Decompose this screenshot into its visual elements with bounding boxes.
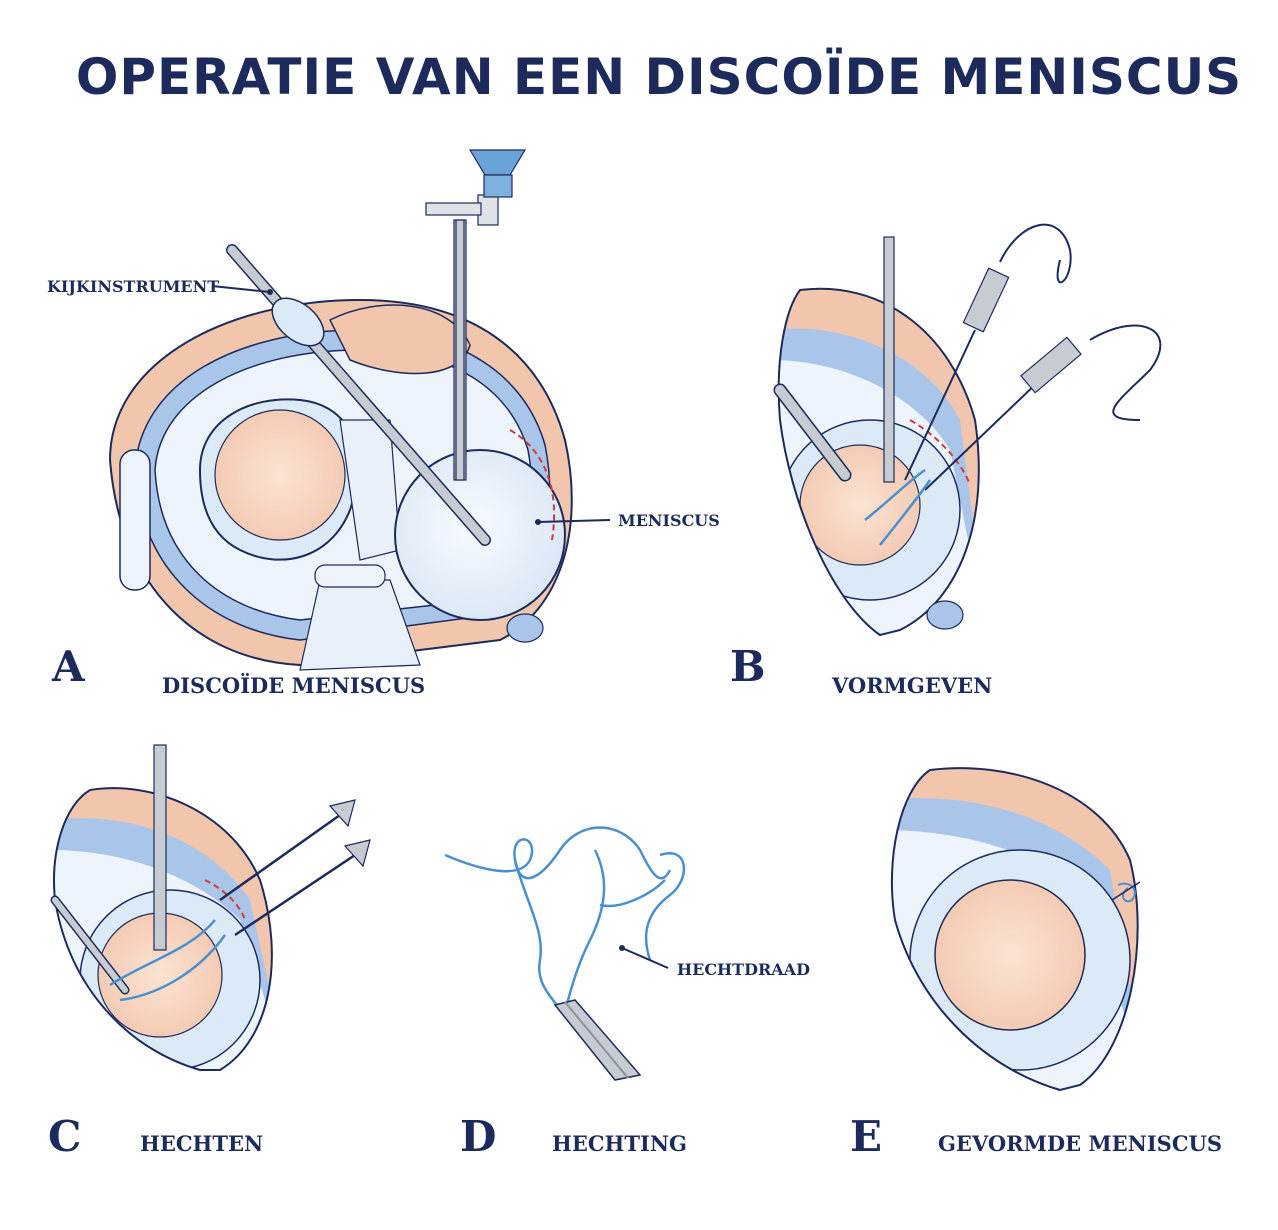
panel-caption-e: GEVORMDE MENISCUS bbox=[938, 1131, 1223, 1156]
panel-e-shaped-meniscus-illustration bbox=[890, 767, 1141, 1092]
page-title: OPERATIE VAN EEN DISCOÏDE MENISCUS bbox=[75, 48, 1243, 106]
label-meniscus: MENISCUS bbox=[618, 511, 720, 530]
panel-a-knee-illustration bbox=[108, 149, 611, 671]
panel-caption-d: HECHTING bbox=[552, 1131, 687, 1156]
panel-letter-c: C bbox=[48, 1112, 82, 1161]
panel-d-suture-illustration bbox=[444, 826, 686, 1081]
panel-letter-b: B bbox=[730, 642, 766, 691]
panel-caption-b: VORMGEVEN bbox=[832, 673, 993, 698]
panel-letter-a: A bbox=[52, 642, 85, 691]
arthroscope-diagonal bbox=[226, 244, 491, 546]
panel-caption-c: HECHTEN bbox=[140, 1131, 264, 1156]
label-kijkinstrument: KIJKINSTRUMENT bbox=[47, 277, 220, 296]
panel-c-suturing-illustration bbox=[50, 744, 371, 1071]
arthroscope-vertical bbox=[425, 149, 527, 481]
label-hechtdraad: HECHTDRAAD bbox=[677, 960, 810, 979]
panel-letter-d: D bbox=[460, 1112, 497, 1161]
panel-b-shaping-illustration bbox=[773, 223, 1162, 637]
panel-caption-a: DISCOÏDE MENISCUS bbox=[162, 673, 426, 698]
panel-letter-e: E bbox=[850, 1112, 883, 1161]
